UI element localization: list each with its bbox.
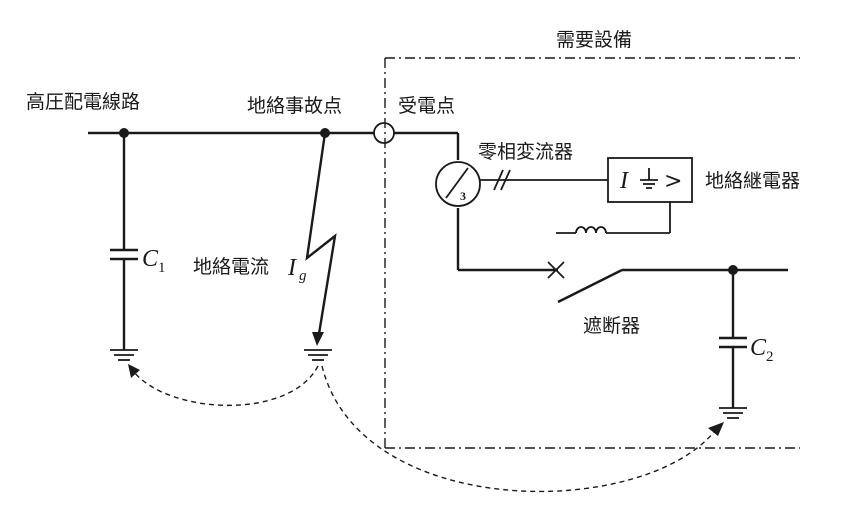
zct-signal-wire xyxy=(480,169,608,191)
capacitor-c2 xyxy=(719,270,747,408)
c1-subscript: 1 xyxy=(158,260,166,276)
c2-symbol: C xyxy=(750,335,767,361)
capacitor-c1 xyxy=(110,133,138,350)
label-distribution-line: 高圧配電線路 xyxy=(26,91,140,113)
ground-symbol-fault xyxy=(304,349,332,361)
ground-relay: I > xyxy=(607,157,693,203)
receiving-point-symbol xyxy=(373,122,395,144)
label-relay: 地絡継電器 xyxy=(705,170,800,192)
ground-symbol-c1 xyxy=(110,349,138,361)
zct-symbol: 3 xyxy=(435,161,481,207)
c2-subscript: 2 xyxy=(766,349,774,365)
return-path-to-c1 xyxy=(128,364,319,407)
fault-current-path xyxy=(305,132,337,346)
label-receiving-point: 受電点 xyxy=(398,95,455,117)
zct-number: 3 xyxy=(460,189,466,203)
return-path-to-c2 xyxy=(321,365,724,493)
relay-current-symbol: I xyxy=(619,168,629,194)
label-fault-current: 地絡電流 xyxy=(193,256,269,278)
relay-ground-icon xyxy=(640,168,658,189)
label-facility: 需要設備 xyxy=(556,29,632,51)
c1-symbol: C xyxy=(142,246,159,272)
fault-current-subscript: g xyxy=(299,268,307,284)
label-breaker: 遮断器 xyxy=(583,315,640,337)
label-fault-point: 地絡事故点 xyxy=(247,95,342,117)
label-zct: 零相変流器 xyxy=(478,141,573,163)
ground-symbol-c2 xyxy=(719,407,747,419)
trip-coil xyxy=(556,202,671,234)
circuit-breaker xyxy=(547,261,788,304)
relay-gt-symbol: > xyxy=(664,169,682,194)
fault-current-symbol: I xyxy=(287,255,297,281)
